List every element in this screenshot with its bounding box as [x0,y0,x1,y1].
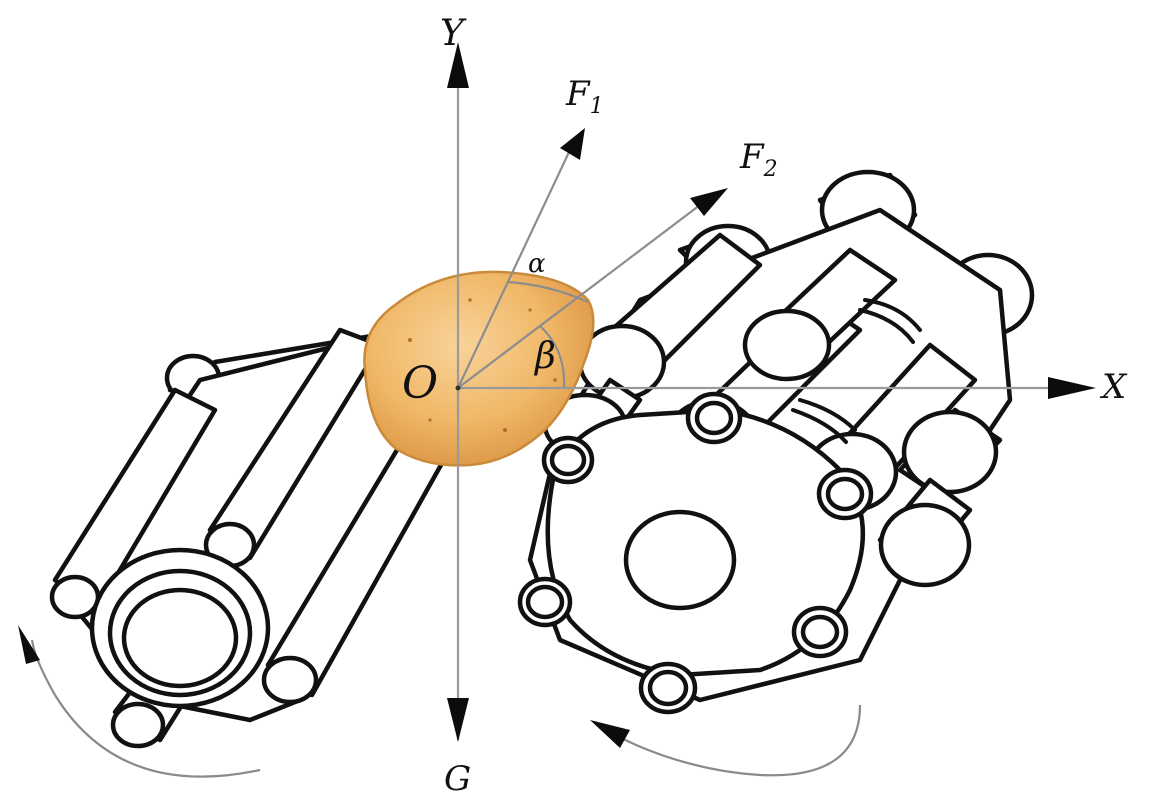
y-axis-label: Y [440,13,467,54]
force-vector-f2 [457,188,728,389]
left-rotation-arrow [18,625,261,778]
right-groove-lines [791,298,922,444]
left-rod-3 [261,412,458,705]
right-rod-5 [897,407,1003,503]
right-rotation-arrow [590,704,862,777]
gravity-label: G [444,759,471,799]
y-axis [447,42,469,740]
angle-beta-label: β [533,336,556,377]
bolt-hole-1 [685,391,743,445]
left-roller-assembly [49,327,458,749]
bolt-hole-3 [816,467,874,521]
bolt-hole-2 [541,435,595,485]
angle-alpha-label: α [528,249,546,279]
bolt-hole-5 [791,605,849,659]
x-axis [458,377,1096,399]
right-drum-endplate [545,407,866,678]
force-2-label: F2 [739,137,778,182]
right-bolt-holes [517,391,874,715]
angle-beta-arc [539,325,566,389]
right-rod-1 [577,232,763,401]
force-1-label: F1 [565,74,604,119]
force-vector-f1 [457,128,585,389]
right-rod-6 [877,477,973,588]
bolt-hole-6 [638,661,698,715]
potato [363,270,595,467]
right-rod-3 [742,247,898,382]
angle-alpha-arc [507,280,589,304]
x-axis-label: X [1099,367,1128,407]
origin-label: O [402,358,438,409]
origin-point [455,385,461,391]
left-drum-endplate [89,547,271,709]
bolt-hole-4 [517,576,573,628]
gravity-arrow [447,698,469,742]
right-roller-assembly [517,169,1035,715]
